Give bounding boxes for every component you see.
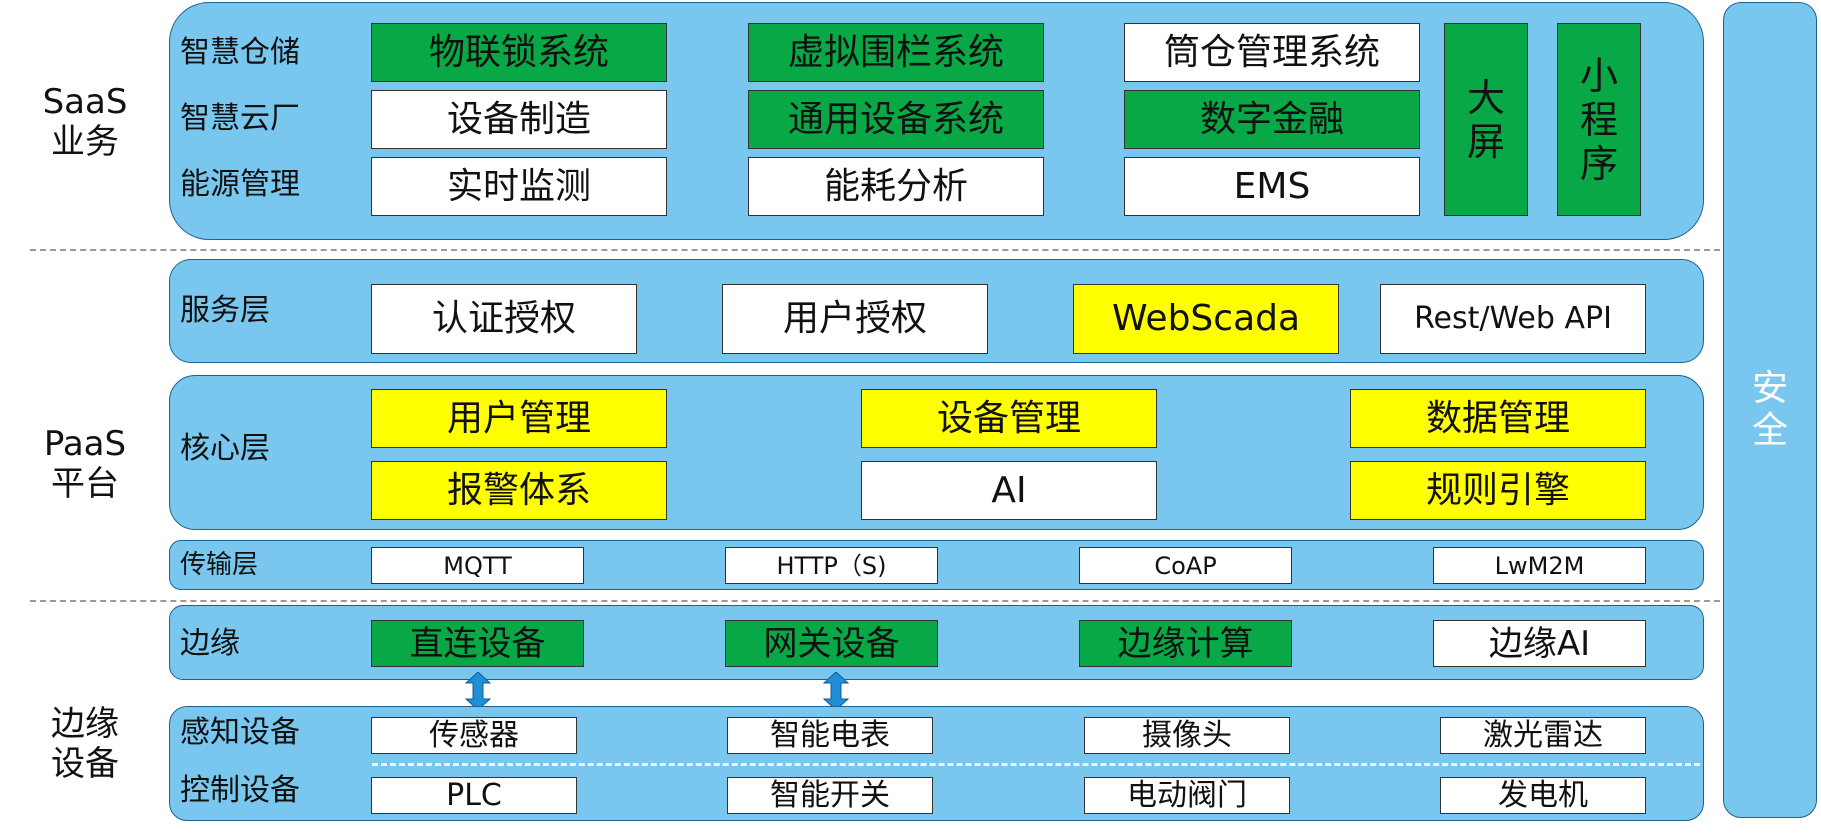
- bidirectional-arrow-icon: [465, 672, 491, 710]
- transport-https[interactable]: HTTP（S): [725, 547, 938, 584]
- saas-module-equipment-manufacturing[interactable]: 设备制造: [371, 90, 667, 149]
- saas-module-energy-analysis[interactable]: 能耗分析: [748, 157, 1044, 216]
- device-electric-valve[interactable]: 电动阀门: [1084, 777, 1290, 814]
- device-row-label-sensing: 感知设备: [180, 715, 300, 750]
- core-layer-label: 核心层: [180, 431, 270, 466]
- saas-big-screen[interactable]: 大 屏: [1444, 23, 1528, 216]
- transport-coap[interactable]: CoAP: [1079, 547, 1292, 584]
- bidirectional-arrow-icon: [823, 672, 849, 710]
- transport-layer-label: 传输层: [180, 550, 259, 580]
- saas-module-ems[interactable]: EMS: [1124, 157, 1420, 216]
- device-camera[interactable]: 摄像头: [1084, 717, 1290, 754]
- saas-module-digital-finance[interactable]: 数字金融: [1124, 90, 1420, 149]
- service-webscada[interactable]: WebScada: [1073, 284, 1339, 354]
- edge-ai[interactable]: 边缘AI: [1433, 620, 1646, 667]
- transport-lwm2m[interactable]: LwM2M: [1433, 547, 1646, 584]
- core-alarm-system[interactable]: 报警体系: [371, 461, 667, 520]
- saas-module-realtime-monitoring[interactable]: 实时监测: [371, 157, 667, 216]
- saas-side-label: SaaS 业务: [42, 82, 128, 162]
- saas-row-label-energy: 能源管理: [180, 167, 300, 202]
- paas-side-label: PaaS 平台: [43, 424, 127, 504]
- core-user-management[interactable]: 用户管理: [371, 389, 667, 448]
- separator-paas-edge: [30, 600, 1720, 602]
- device-row-separator: [372, 763, 1700, 766]
- separator-saas-paas: [30, 249, 1720, 251]
- security-panel[interactable]: 安 全: [1723, 2, 1817, 818]
- core-rule-engine[interactable]: 规则引擎: [1350, 461, 1646, 520]
- service-user-authorization[interactable]: 用户授权: [722, 284, 988, 354]
- device-lidar[interactable]: 激光雷达: [1440, 717, 1646, 754]
- device-plc[interactable]: PLC: [371, 777, 577, 814]
- saas-module-virtual-fence[interactable]: 虚拟围栏系统: [748, 23, 1044, 82]
- edge-gateway-device[interactable]: 网关设备: [725, 620, 938, 667]
- saas-module-silo-management[interactable]: 筒仓管理系统: [1124, 23, 1420, 82]
- saas-row-label-cloud-factory: 智慧云厂: [180, 101, 300, 136]
- service-layer-label: 服务层: [180, 293, 270, 328]
- edge-computing[interactable]: 边缘计算: [1079, 620, 1292, 667]
- saas-row-label-warehouse: 智慧仓储: [180, 35, 300, 70]
- device-smart-meter[interactable]: 智能电表: [727, 717, 933, 754]
- security-label: 安 全: [1751, 368, 1788, 451]
- service-rest-web-api[interactable]: Rest/Web API: [1380, 284, 1646, 354]
- device-generator[interactable]: 发电机: [1440, 777, 1646, 814]
- device-row-label-control: 控制设备: [180, 773, 300, 808]
- device-sensor[interactable]: 传感器: [371, 717, 577, 754]
- core-data-management[interactable]: 数据管理: [1350, 389, 1646, 448]
- core-ai[interactable]: AI: [861, 461, 1157, 520]
- edge-device-side-label: 边缘 设备: [51, 704, 119, 784]
- device-smart-switch[interactable]: 智能开关: [727, 777, 933, 814]
- core-device-management[interactable]: 设备管理: [861, 389, 1157, 448]
- saas-module-general-equipment[interactable]: 通用设备系统: [748, 90, 1044, 149]
- service-auth[interactable]: 认证授权: [371, 284, 637, 354]
- edge-layer-label: 边缘: [180, 626, 240, 661]
- edge-direct-device[interactable]: 直连设备: [371, 620, 584, 667]
- transport-mqtt[interactable]: MQTT: [371, 547, 584, 584]
- saas-mini-program[interactable]: 小 程 序: [1557, 23, 1641, 216]
- saas-module-iot-lock[interactable]: 物联锁系统: [371, 23, 667, 82]
